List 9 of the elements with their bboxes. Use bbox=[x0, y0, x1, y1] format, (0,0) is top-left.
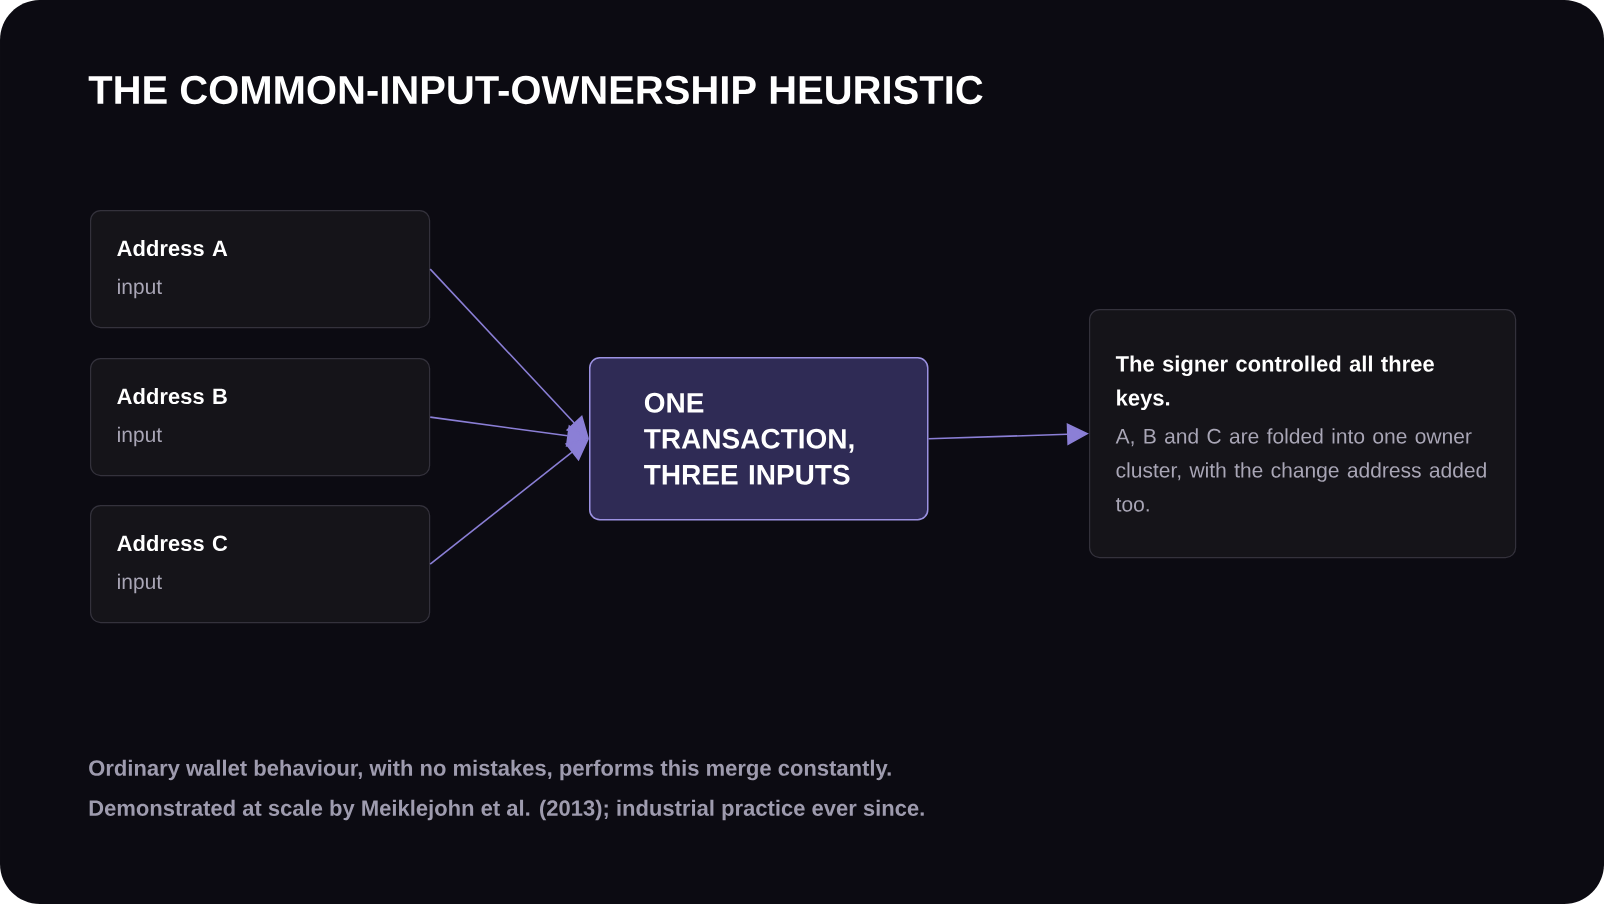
caption-line: Demonstrated at scale by Meiklejohn et al. (2013); industrial practice ever since. bbox=[89, 799, 924, 821]
address-card: Address A input bbox=[90, 210, 431, 329]
caption-line: Ordinary wallet behaviour, with no mistakes, performs this merge constantly. bbox=[89, 759, 891, 781]
title: THE COMMON-INPUT-OWNERSHIP HEURISTIC bbox=[88, 75, 983, 105]
address-card: Address B input bbox=[90, 358, 431, 477]
address-card: Address C input bbox=[90, 505, 431, 624]
result-card: The signer controlled all three keys. A, B and C are folded into one owner cluster, with the change address added too. bbox=[1089, 309, 1517, 559]
transaction-box: ONE TRANSACTION, THREE INPUTS bbox=[589, 357, 929, 521]
arrow bbox=[429, 416, 589, 447]
